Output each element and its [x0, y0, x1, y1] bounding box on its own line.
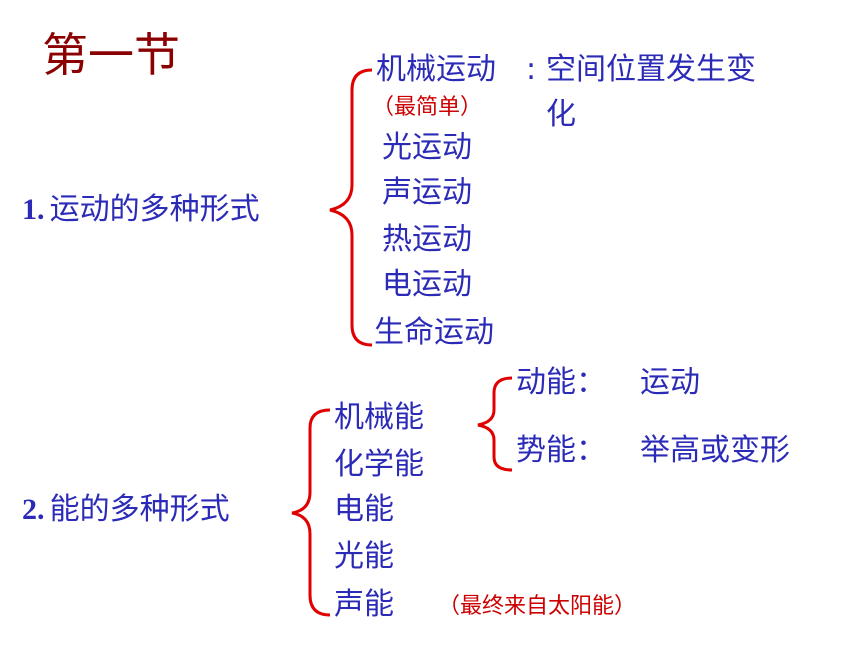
- energy-sound: 声能: [334, 587, 394, 622]
- section2-number: 2.: [22, 493, 45, 526]
- page-title: 第一节: [42, 28, 180, 82]
- motion-item-electric: 电运动: [382, 267, 472, 302]
- kinetic-desc: 运动: [640, 365, 700, 400]
- energy-electric: 电能: [334, 492, 394, 527]
- mechanical-colon: :: [526, 52, 537, 87]
- mechanical-desc-line1: 空间位置发生变: [546, 52, 756, 87]
- energy-mechanical: 机械能: [334, 400, 424, 435]
- brace-section1: [329, 68, 373, 347]
- section2-label: 能的多种形式: [49, 492, 230, 527]
- section2-heading: 2. 能的多种形式: [22, 495, 230, 525]
- section1-label: 运动的多种形式: [49, 192, 260, 227]
- kinetic-label: 动能：: [516, 365, 606, 400]
- potential-label: 势能：: [516, 433, 606, 468]
- potential-desc: 举高或变形: [640, 433, 790, 468]
- mechanical-note: （最简单）: [372, 95, 483, 120]
- energy-chemical: 化学能: [334, 447, 424, 482]
- brace-section2: [291, 408, 331, 617]
- energy-light: 光能: [334, 539, 394, 574]
- section1-heading: 1. 运动的多种形式: [22, 195, 260, 225]
- motion-item-heat: 热运动: [382, 222, 472, 257]
- section1-number: 1.: [22, 193, 45, 226]
- mechanical-motion: 机械运动: [376, 52, 496, 87]
- energy-note: （最终来自太阳能）: [438, 594, 637, 619]
- brace-mechanical-energy: [477, 376, 513, 472]
- motion-item-light: 光运动: [382, 130, 472, 165]
- mechanical-desc-line2: 化: [546, 97, 576, 132]
- motion-item-life: 生命运动: [374, 315, 494, 350]
- motion-item-sound: 声运动: [382, 175, 472, 210]
